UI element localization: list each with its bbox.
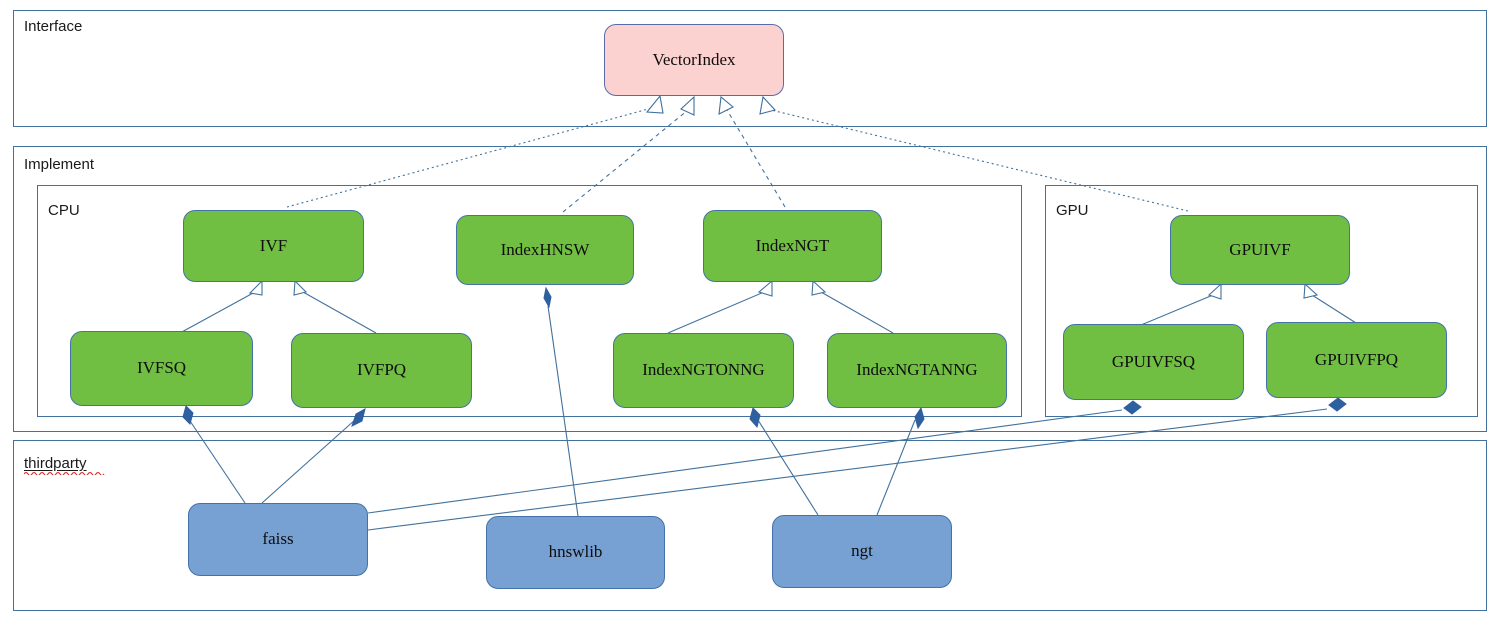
class-node-label: IVF: [259, 235, 288, 255]
class-node-label: IVFSQ: [136, 358, 187, 378]
group-label-implement: Implement: [24, 156, 95, 173]
class-node-indexngtonng[interactable]: IndexNGTONNG: [613, 333, 794, 408]
class-node-label: faiss: [262, 529, 294, 549]
group-label-thirdparty: thirdparty: [24, 455, 87, 472]
class-node-gpuivfpq[interactable]: GPUIVFPQ: [1266, 322, 1447, 398]
class-node-label: hnswlib: [548, 542, 603, 562]
class-node-faiss[interactable]: faiss: [188, 503, 368, 576]
class-node-hnswlib[interactable]: hnswlib: [486, 516, 665, 589]
group-label-interface: Interface: [24, 18, 83, 35]
class-node-label: IndexNGTONNG: [642, 360, 765, 380]
class-node-gpuivf[interactable]: GPUIVF: [1170, 215, 1350, 285]
class-node-ivf[interactable]: IVF: [183, 210, 364, 282]
class-node-label: GPUIVFSQ: [1111, 351, 1196, 371]
class-node-label: IndexNGTANNG: [856, 360, 978, 380]
class-node-label: GPUIVF: [1229, 239, 1291, 259]
class-node-label: VectorIndex: [652, 49, 736, 69]
class-node-gpuivfsq[interactable]: GPUIVFSQ: [1063, 324, 1244, 400]
class-node-indexhnsw[interactable]: IndexHNSW: [456, 215, 634, 285]
class-node-ngt[interactable]: ngt: [772, 515, 952, 588]
class-node-label: ngt: [851, 541, 873, 561]
class-node-label: IVFPQ: [356, 360, 407, 380]
class-node-indexngt[interactable]: IndexNGT: [703, 210, 882, 282]
class-node-vectorindex[interactable]: VectorIndex: [604, 24, 784, 96]
class-node-label: IndexHNSW: [500, 239, 590, 259]
class-node-ivfsq[interactable]: IVFSQ: [70, 331, 253, 406]
class-node-indexngtanng[interactable]: IndexNGTANNG: [827, 333, 1007, 408]
class-node-label: GPUIVFPQ: [1314, 349, 1399, 369]
class-node-ivfpq[interactable]: IVFPQ: [291, 333, 472, 408]
group-label-gpu: GPU: [1056, 202, 1089, 219]
class-node-label: IndexNGT: [755, 235, 830, 255]
group-label-cpu: CPU: [48, 202, 80, 219]
